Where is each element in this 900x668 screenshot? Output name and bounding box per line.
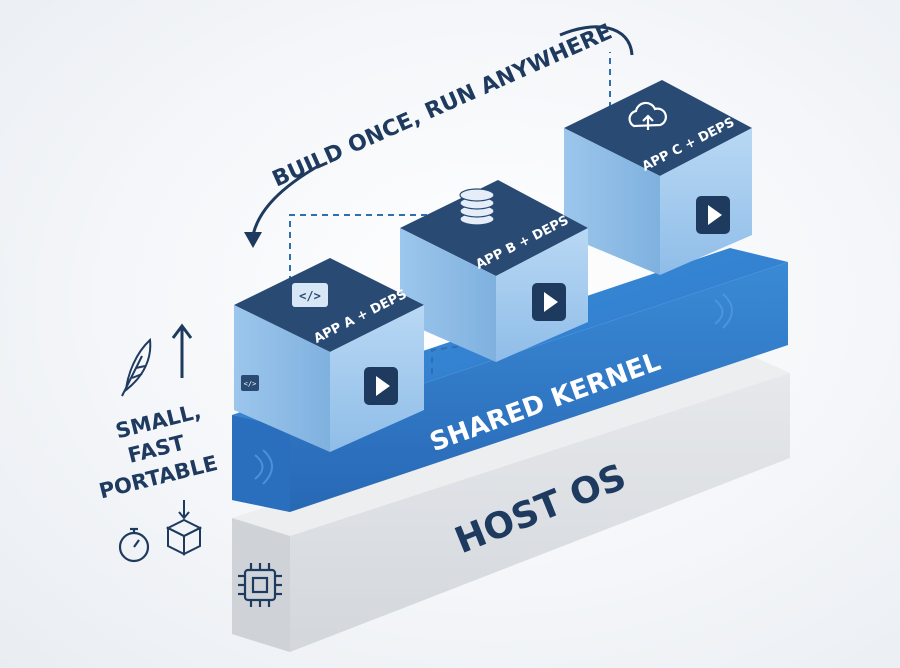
kernel-wave-decoration — [254, 293, 733, 485]
container-app-b: APP B + DEPS — [400, 180, 588, 362]
play-triangle — [544, 292, 558, 312]
play-triangle — [376, 376, 390, 396]
host-os-layer: HOST OS — [232, 353, 790, 652]
host-os-side — [232, 518, 290, 652]
svg-text:</>: </> — [299, 289, 321, 303]
benefits-panel: SMALL, FAST PORTABLE — [97, 323, 220, 563]
feather-icon — [121, 337, 152, 397]
host-os-top — [232, 353, 790, 536]
arrow-up-icon — [171, 323, 193, 378]
package-icon — [165, 500, 203, 556]
arrow-down-icon — [244, 232, 262, 248]
container-b-top — [400, 180, 588, 276]
code-icon: </> — [292, 283, 328, 307]
database-icon — [459, 188, 495, 226]
svg-text:</>: </> — [244, 380, 257, 388]
cpu-chip-icon — [238, 563, 282, 607]
container-c-top — [564, 80, 752, 176]
host-os-front — [232, 373, 790, 652]
kernel-front — [232, 262, 788, 512]
container-a-top — [234, 258, 424, 352]
cloud-upload-icon — [628, 101, 667, 130]
play-triangle — [708, 205, 722, 225]
container-app-c: APP C + DEPS — [564, 80, 752, 275]
code-icon-small: </> — [241, 375, 259, 391]
stopwatch-icon — [118, 527, 150, 563]
container-app-a: </> APP A + DEPS </> — [234, 258, 424, 452]
slogan-arc-end — [559, 25, 634, 56]
container-a-front — [234, 305, 330, 452]
slogan-text: BUILD ONCE, RUN ANYWHERE — [269, 20, 616, 193]
